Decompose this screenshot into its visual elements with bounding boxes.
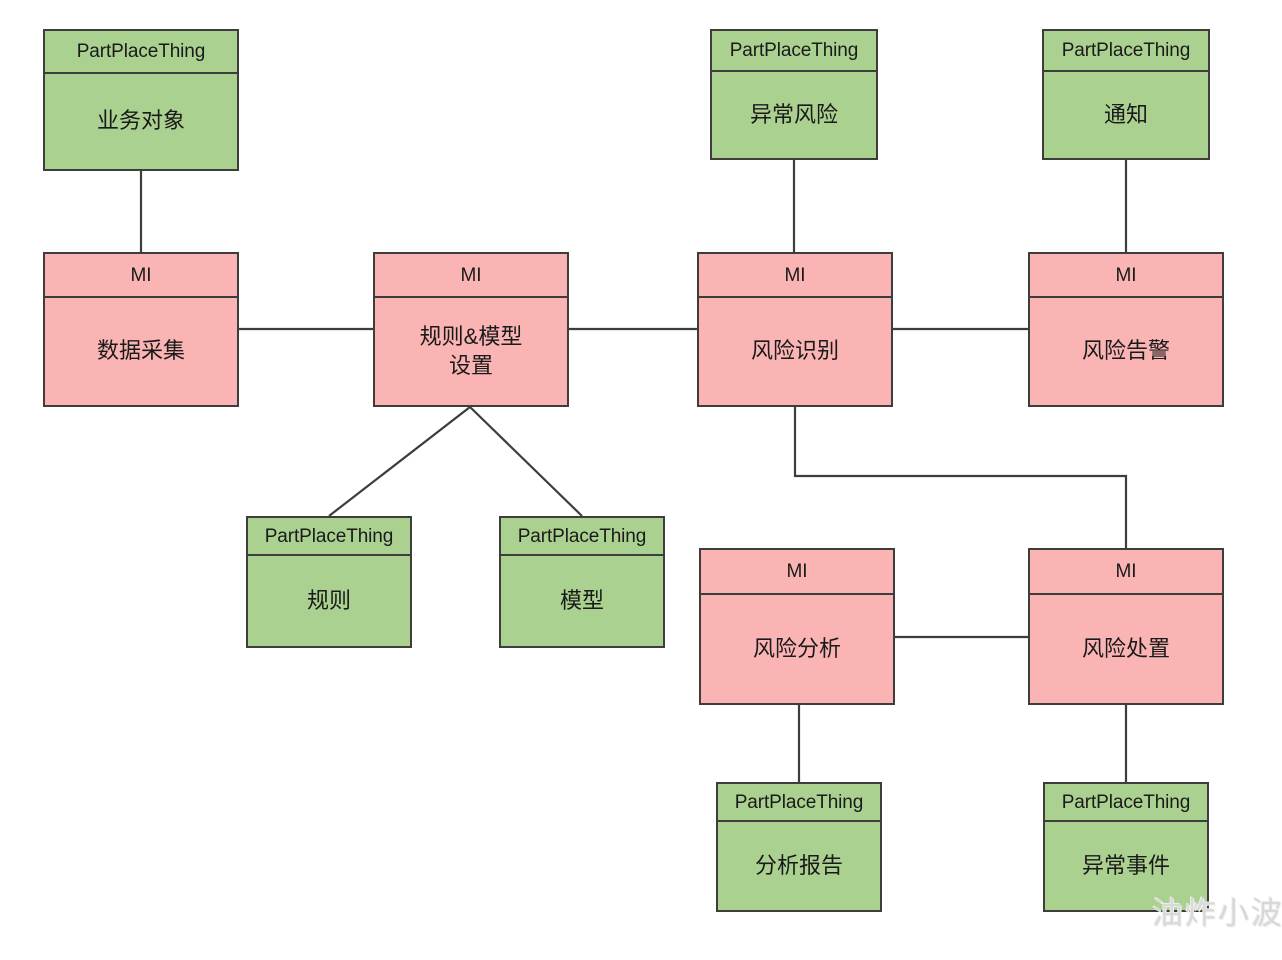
node-stereotype-notification: PartPlaceThing — [1044, 31, 1208, 72]
node-label-model: 模型 — [501, 556, 663, 646]
node-label-notification: 通知 — [1044, 72, 1208, 158]
node-stereotype-risk-analysis: MI — [701, 550, 893, 595]
node-label-business-object: 业务对象 — [45, 74, 237, 169]
node-label-analysis-report: 分析报告 — [718, 822, 880, 910]
node-stereotype-risk-identification: MI — [699, 254, 891, 298]
node-stereotype-rule: PartPlaceThing — [248, 518, 410, 556]
node-stereotype-analysis-report: PartPlaceThing — [718, 784, 880, 822]
node-stereotype-data-collection: MI — [45, 254, 237, 298]
node-label-data-collection: 数据采集 — [45, 298, 237, 405]
node-label-abnormal-event: 异常事件 — [1045, 822, 1207, 910]
node-label-risk-identification: 风险识别 — [699, 298, 891, 405]
connector-rule-model-setting-to-model — [469, 406, 583, 517]
node-label-risk-alert: 风险告警 — [1030, 298, 1222, 405]
connector-rule-model-setting-to-rule — [328, 406, 471, 517]
node-label-abnormal-risk: 异常风险 — [712, 72, 876, 158]
connector-risk-identification-to-risk-disposal — [793, 407, 1128, 548]
node-stereotype-abnormal-risk: PartPlaceThing — [712, 31, 876, 72]
node-label-rule-model-setting: 规则&模型设置 — [375, 298, 567, 405]
node-stereotype-model: PartPlaceThing — [501, 518, 663, 556]
node-stereotype-business-object: PartPlaceThing — [45, 31, 237, 74]
node-stereotype-risk-alert: MI — [1030, 254, 1222, 298]
node-label-risk-analysis: 风险分析 — [701, 595, 893, 703]
node-stereotype-rule-model-setting: MI — [375, 254, 567, 298]
node-label-rule: 规则 — [248, 556, 410, 646]
node-label-risk-disposal: 风险处置 — [1030, 595, 1222, 703]
watermark: 油炸小波 — [1152, 896, 1282, 932]
node-stereotype-risk-disposal: MI — [1030, 550, 1222, 595]
node-stereotype-abnormal-event: PartPlaceThing — [1045, 784, 1207, 822]
